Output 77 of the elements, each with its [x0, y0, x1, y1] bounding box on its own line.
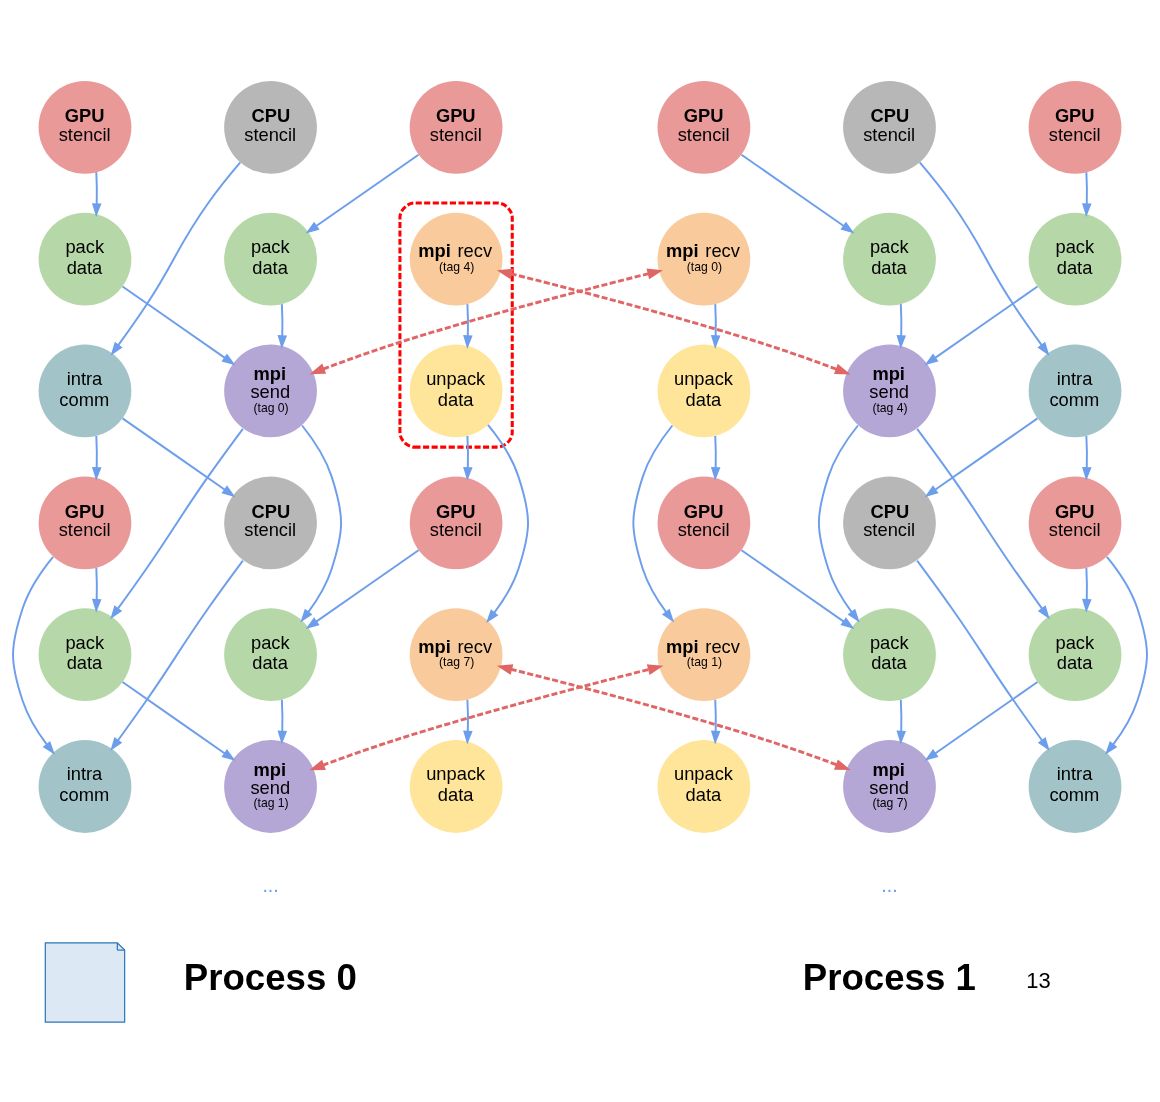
arrow — [91, 170, 102, 217]
arrow — [496, 663, 851, 770]
node-circle: CPU stencil — [224, 475, 317, 569]
node-circle: unpack data — [409, 344, 503, 437]
arrow — [305, 153, 420, 233]
node-circle: unpack data — [409, 739, 503, 833]
node-circle: intra comm — [38, 344, 132, 437]
arrow — [486, 423, 529, 623]
arrow — [1082, 434, 1092, 481]
arrow — [916, 559, 1050, 751]
arrow — [916, 427, 1050, 619]
arrow — [463, 434, 473, 481]
arrow — [463, 698, 473, 744]
node-circle: mpi send (tag 1) — [224, 739, 317, 833]
node-circle: pack data — [843, 212, 936, 305]
arrow — [121, 680, 236, 761]
arrow — [277, 698, 288, 744]
label: ... — [262, 873, 279, 896]
arrow — [110, 161, 242, 356]
arrow — [91, 566, 102, 613]
node-circle: GPU stencil — [38, 80, 132, 174]
node-circle: GPU stencil — [409, 475, 503, 569]
arrow — [1082, 566, 1092, 613]
node-circle: CPU stencil — [224, 80, 317, 174]
arrow — [710, 302, 721, 349]
node-circle: mpi send (tag 0) — [224, 344, 317, 437]
arrow — [121, 285, 236, 365]
node-circle: CPU stencil — [843, 80, 936, 174]
node-circle: GPU stencil — [409, 80, 503, 174]
label: 13 — [1026, 967, 1051, 993]
arrow — [110, 427, 244, 619]
node-circle: pack data — [224, 212, 317, 305]
arrow — [1105, 555, 1148, 755]
node-circle: pack data — [1028, 212, 1122, 305]
node-circle: pack data — [1028, 607, 1122, 701]
arrow — [496, 268, 851, 374]
node-circle: CPU stencil — [843, 475, 936, 569]
arrow — [817, 424, 860, 622]
arrow — [924, 680, 1039, 761]
arrow — [305, 548, 420, 629]
node-circle: mpi recv (tag 4) — [409, 212, 503, 305]
arrow — [463, 302, 473, 349]
arrow — [896, 698, 907, 744]
arrow — [710, 698, 721, 744]
node-circle: GPU stencil — [1028, 80, 1122, 174]
label: Process 0 — [183, 956, 357, 998]
arrow — [918, 161, 1050, 356]
arrow — [121, 416, 236, 497]
node-circle: pack data — [38, 607, 132, 701]
node-circle: mpi send (tag 7) — [843, 739, 936, 833]
node-circle: unpack data — [657, 739, 751, 833]
arrow — [309, 268, 663, 374]
arrow — [110, 559, 244, 751]
label: Process 1 — [802, 956, 976, 998]
node-circle: mpi send (tag 4) — [843, 344, 936, 437]
arrow — [1082, 170, 1092, 217]
node-circle: GPU stencil — [38, 475, 132, 569]
node-circle: mpi recv (tag 0) — [657, 212, 751, 305]
arrow — [277, 302, 288, 349]
arrow — [300, 424, 343, 622]
arrow — [740, 153, 855, 233]
arrow — [710, 434, 721, 481]
arrow — [91, 434, 102, 481]
arrow — [924, 285, 1039, 365]
arrow — [632, 424, 675, 622]
node-circle: unpack data — [657, 344, 751, 437]
node-circle: GPU stencil — [1028, 475, 1122, 569]
arrow — [12, 555, 55, 755]
arrow — [896, 302, 907, 349]
label: ... — [881, 873, 898, 896]
node-circle: intra comm — [1028, 344, 1122, 437]
node-circle: pack data — [38, 212, 132, 305]
arrow — [924, 416, 1039, 497]
arrow — [309, 663, 664, 770]
node-circle: GPU stencil — [657, 80, 751, 174]
arrow — [740, 548, 855, 629]
node-circle: GPU stencil — [657, 475, 751, 569]
